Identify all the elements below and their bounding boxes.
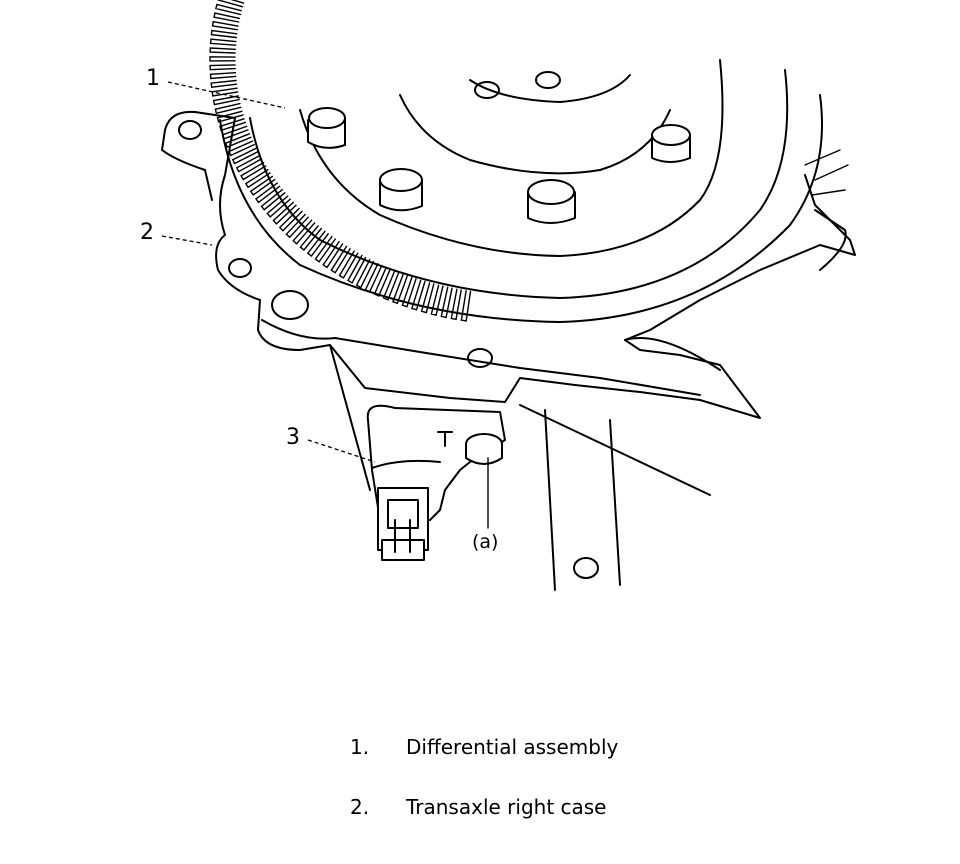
leader-line-2	[161, 235, 213, 246]
ring-gear-bolt	[651, 124, 691, 163]
gear-teeth	[209, 0, 472, 322]
legend-item: 2. Transaxle right case	[350, 795, 618, 855]
legend-item: 1. Differential assembly	[350, 735, 618, 795]
ring-gear-bolt	[379, 168, 423, 212]
speed-sensor	[366, 404, 506, 561]
transaxle-case-outline	[161, 110, 856, 591]
callout-1: 1	[146, 66, 160, 91]
ring-gear-bolt	[527, 179, 576, 224]
legend-number: 1.	[350, 735, 370, 759]
legend-number: 2.	[350, 795, 370, 819]
callout-2: 2	[140, 220, 154, 245]
differential-illustration	[161, 0, 856, 591]
callout-a: (a)	[472, 531, 499, 553]
differential-assembly	[209, 0, 823, 323]
leader-line-3	[307, 439, 376, 463]
legend-text: Differential assembly	[406, 735, 619, 759]
legend-text: Transaxle right case	[406, 795, 607, 819]
leader-line-1	[167, 81, 286, 109]
ring-gear-bolt	[307, 107, 346, 149]
callout-3: 3	[286, 425, 300, 450]
legend-list: 1. Differential assembly 2. Transaxle ri…	[350, 735, 618, 855]
